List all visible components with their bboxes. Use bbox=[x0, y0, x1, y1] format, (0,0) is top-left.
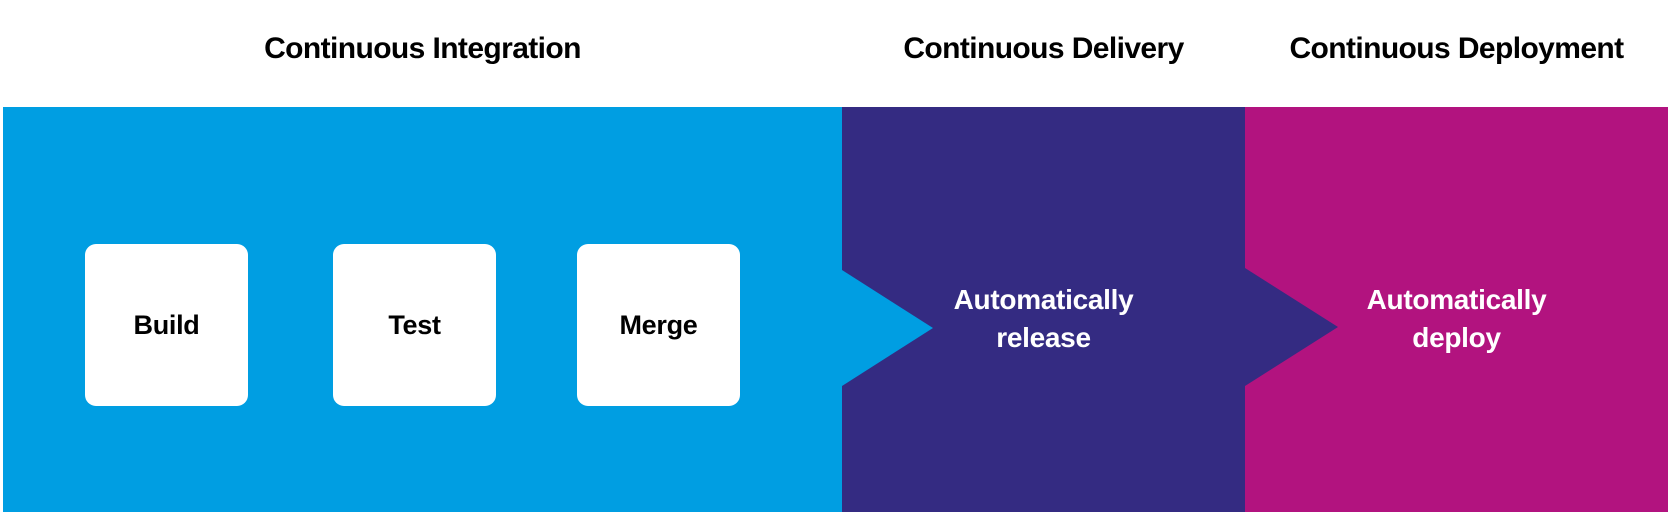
section-continuous-deployment: Automatically deploy bbox=[1245, 107, 1668, 512]
section-title-continuous-delivery: Continuous Delivery bbox=[903, 32, 1184, 65]
step-label-build: Build bbox=[133, 309, 200, 340]
pipeline-band: Build Test Merge Automatically release A… bbox=[3, 107, 1668, 512]
delivery-flow-label: Automatically release bbox=[953, 284, 1134, 353]
step-card-build: Build bbox=[85, 244, 248, 406]
section-title-continuous-integration: Continuous Integration bbox=[264, 32, 581, 65]
section-title-continuous-deployment: Continuous Deployment bbox=[1289, 32, 1624, 65]
arrow-right-icon bbox=[842, 270, 933, 386]
section-continuous-integration: Build Test Merge bbox=[3, 107, 842, 512]
arrow-right-icon bbox=[1245, 268, 1338, 386]
step-card-merge: Merge bbox=[577, 244, 740, 406]
deployment-flow-label: Automatically deploy bbox=[1366, 284, 1547, 353]
step-label-merge: Merge bbox=[619, 309, 698, 340]
step-label-test: Test bbox=[388, 309, 441, 340]
step-card-test: Test bbox=[333, 244, 496, 406]
